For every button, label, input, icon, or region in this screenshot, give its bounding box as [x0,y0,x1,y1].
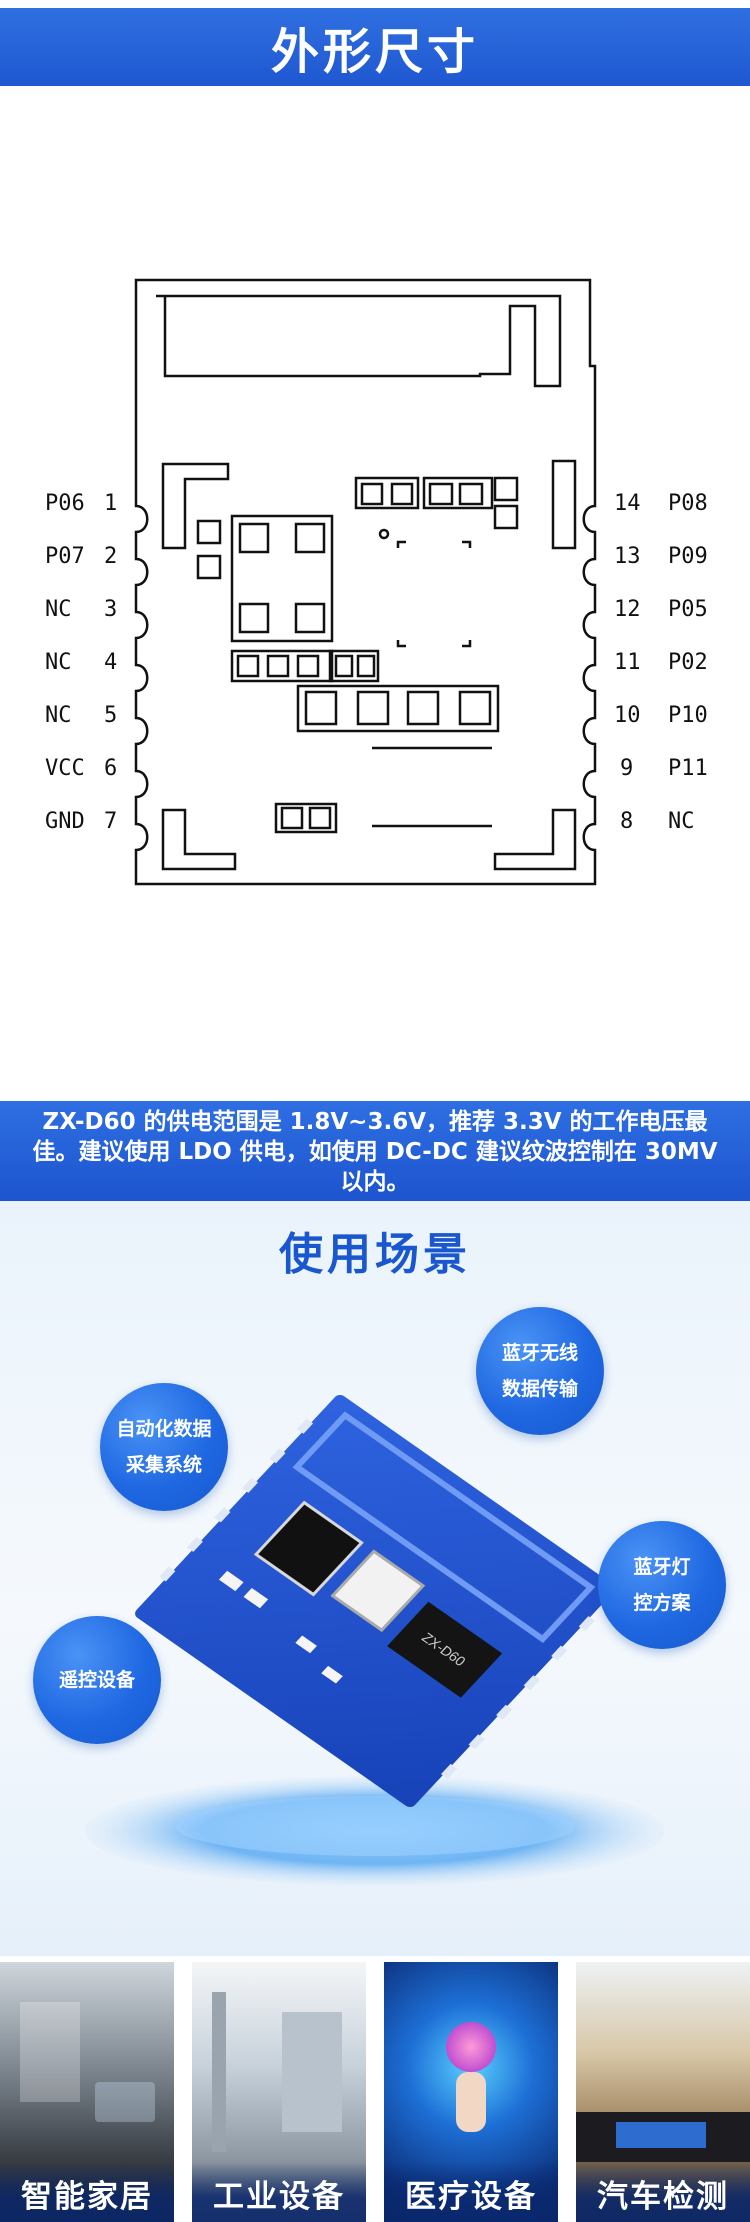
tile-photo-hand [456,2072,486,2132]
scenario-bubble-line: 控方案 [633,1592,691,1614]
application-tile-label: 工业设备 [192,2162,366,2222]
power-supply-note-text: ZX-D60 的供电范围是 1.8V~3.6V，推荐 3.3V 的工作电压最佳。… [32,1109,718,1195]
section-title-banner: 外形尺寸 [0,8,750,86]
scenario-bubble-line: 自动化数据 [116,1418,212,1440]
pin-label-left: VCC [45,756,85,781]
pin-number-right: 13 [614,544,641,569]
module-outline-drawing: P06 1 P07 2 NC 3 NC 4 NC 5 VCC 6 GND 7 1… [0,86,750,1096]
pin-label-right: P09 [668,544,708,569]
pin-number-right: 8 [620,809,634,834]
pin-number-left: 1 [104,491,118,516]
pin-label-right: P05 [668,597,708,622]
tile-photo-hud [95,2082,155,2122]
usage-scenarios-section: ZX-D60 [0,1201,750,1956]
application-tile-medical: 医疗设备 [384,1962,558,2222]
application-tile-label: 医疗设备 [384,2162,558,2222]
pin-label-right: P10 [668,703,708,728]
pin-number-left: 6 [104,756,118,781]
power-supply-note: ZX-D60 的供电范围是 1.8V~3.6V，推荐 3.3V 的工作电压最佳。… [0,1101,750,1201]
scenario-bubble-data-collection: 自动化数据 采集系统 [100,1383,228,1511]
pin-number-right: 14 [614,491,641,516]
application-tile-smart-home: 智能家居 [0,1962,174,2222]
pin-number-left: 4 [104,650,118,675]
application-tile-industrial: 工业设备 [192,1962,366,2222]
scenario-bubble-line: 数据传输 [501,1378,578,1400]
scenario-bubble-line: 蓝牙无线 [501,1342,578,1364]
application-tile-automotive: 汽车检测 [576,1962,750,2222]
scenario-bubble-bluetooth-transfer: 蓝牙无线 数据传输 [476,1307,604,1435]
module-render-illustration: ZX-D60 [85,1394,665,1886]
application-tile-label: 汽车检测 [576,2162,750,2222]
application-tile-label: 智能家居 [0,2162,174,2222]
scenario-bubble-line: 蓝牙灯 [633,1556,691,1578]
scenario-bubble-light-control: 蓝牙灯 控方案 [598,1521,726,1649]
application-tiles: 智能家居 工业设备 医疗设备 汽车检测 [0,1962,750,2222]
pin-label-left: NC [45,703,72,728]
pin-number-right: 10 [614,703,641,728]
pin-number-left: 5 [104,703,118,728]
usage-scenarios-title: 使用场景 [279,1229,471,1280]
pin-label-left: NC [45,597,72,622]
pin-label-right: P02 [668,650,708,675]
pin-label-right: P08 [668,491,708,516]
tile-photo-pillar [212,1992,226,2152]
pin-number-left: 3 [104,597,118,622]
pin-label-right: P11 [668,756,708,781]
pin-label-left: P06 [45,491,85,516]
pin-label-left: P07 [45,544,85,569]
pin-number-right: 11 [614,650,641,675]
tile-photo-brain [446,2022,496,2072]
pin-number-left: 2 [104,544,118,569]
pin-number-right: 12 [614,597,641,622]
pin-label-left: NC [45,650,72,675]
pin-label-left: GND [45,809,85,834]
tile-photo-screen [616,2122,706,2148]
scenario-bubble-line: 采集系统 [125,1454,202,1476]
scenario-bubble-line: 遥控设备 [58,1669,135,1691]
scenario-bubble-remote-control: 遥控设备 [33,1616,161,1744]
section-title: 外形尺寸 [270,24,479,80]
pin-number-right: 9 [620,756,634,781]
pin-label-right: NC [668,809,695,834]
module-outline-svg [134,278,597,886]
tile-photo-machine [282,2012,342,2132]
tile-photo-window [20,2002,80,2102]
pin-number-left: 7 [104,809,118,834]
